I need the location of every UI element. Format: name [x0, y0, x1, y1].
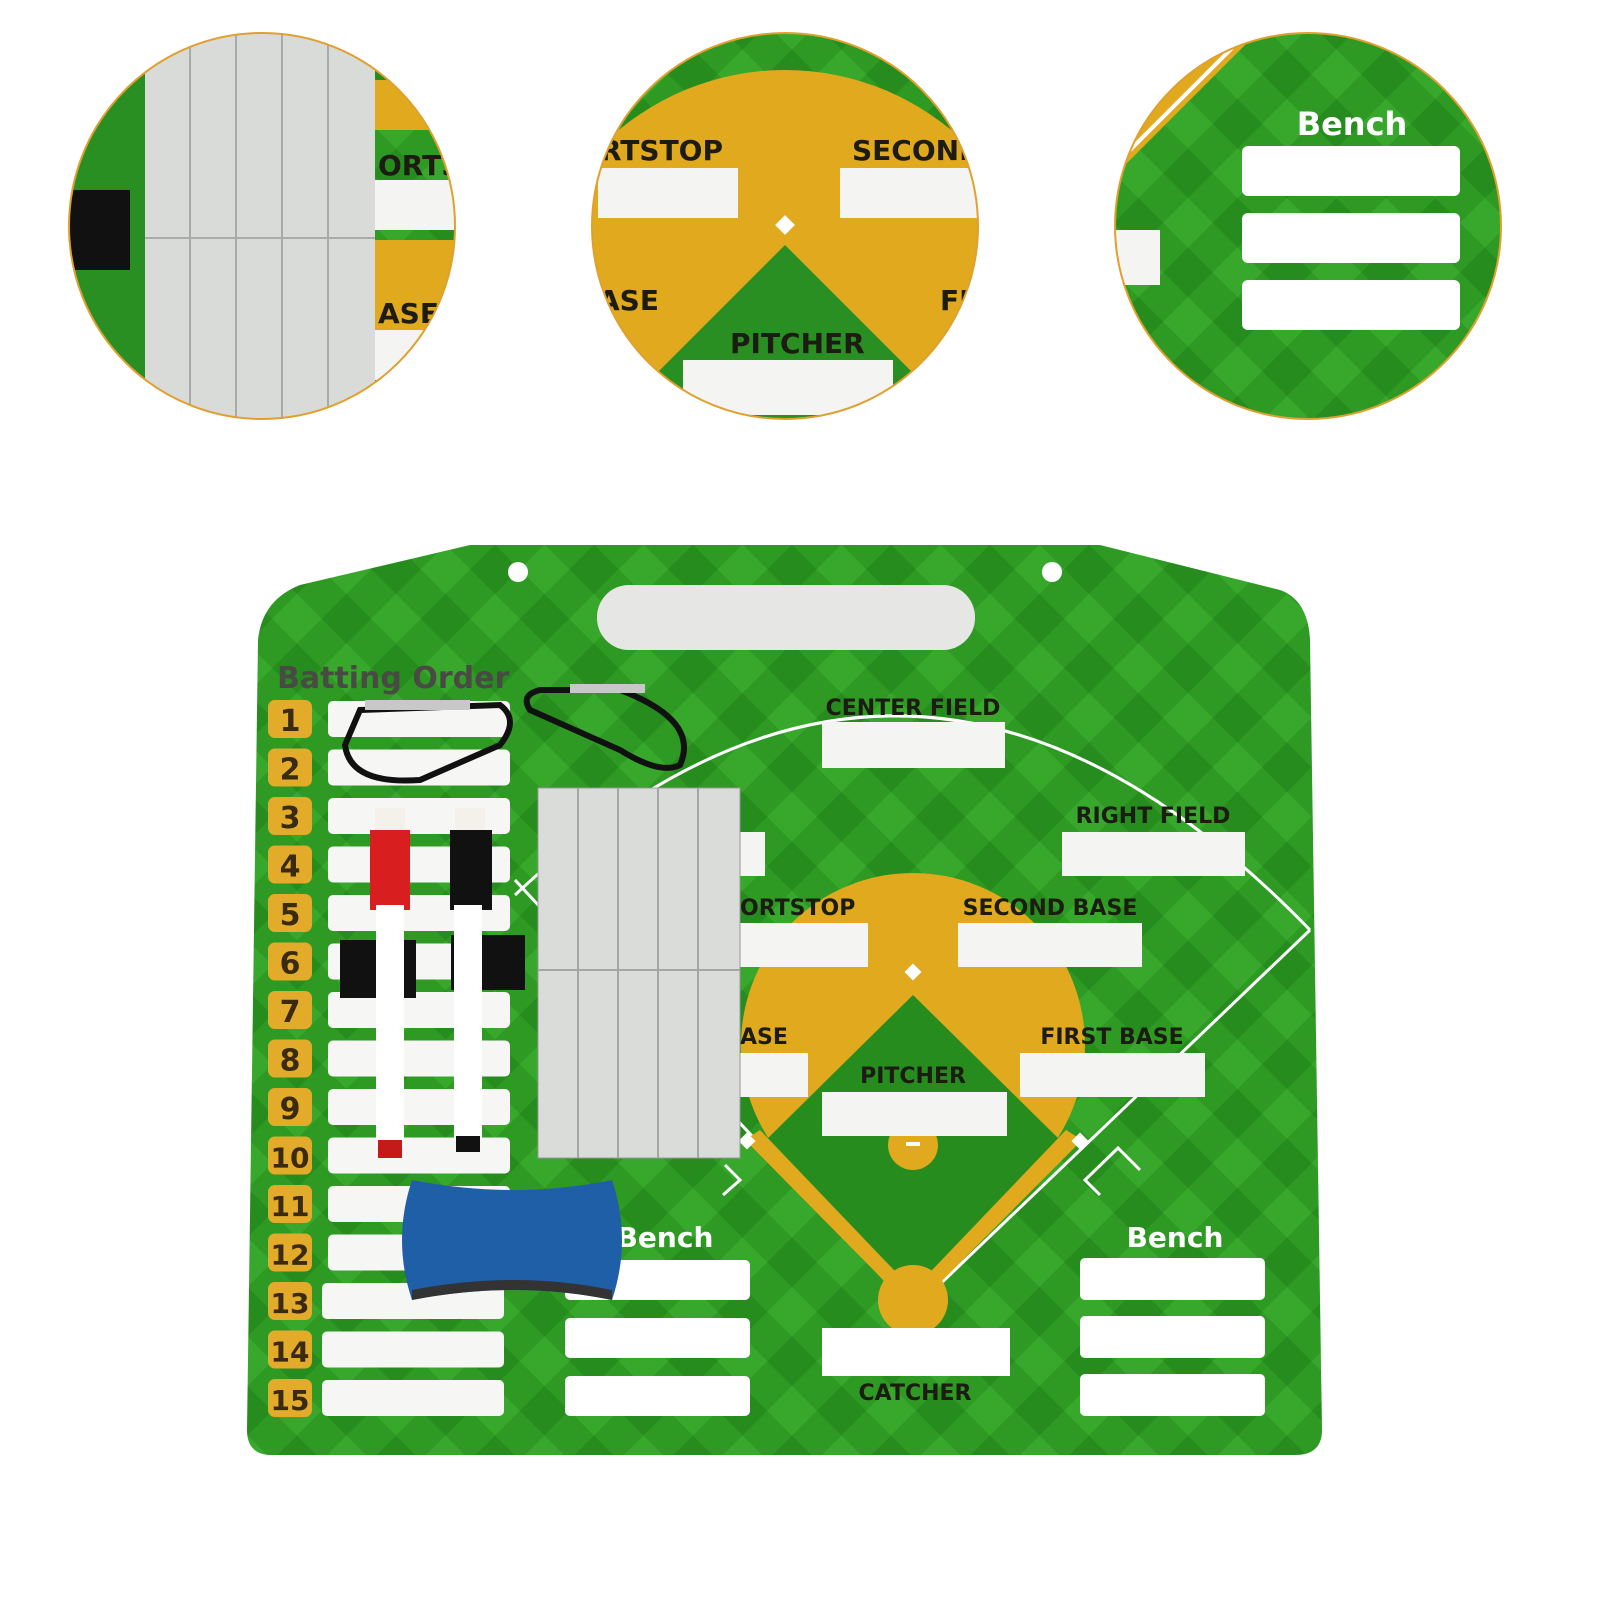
- order-number: 15: [271, 1384, 310, 1417]
- second-base-bag: [904, 963, 922, 981]
- order-number: 13: [271, 1287, 310, 1320]
- order-number: 14: [271, 1336, 310, 1369]
- order-number-badge: [268, 1136, 312, 1175]
- order-number-badge: [268, 1379, 312, 1417]
- detail-text: RTSTOP: [600, 134, 723, 167]
- detail-circle-batting-strips: ORTS ASE: [69, 33, 455, 419]
- order-number: 8: [280, 1044, 301, 1079]
- detail-text: ASE: [378, 297, 439, 330]
- position-pitcher[interactable]: PITCHER: [822, 1064, 1007, 1136]
- order-number: 11: [271, 1190, 310, 1223]
- position-right-field[interactable]: RIGHT FIELD: [1062, 804, 1245, 876]
- write-box[interactable]: [565, 1318, 750, 1358]
- order-number-badge: [268, 700, 312, 738]
- circle-border: [1114, 32, 1502, 420]
- order-number: 3: [280, 801, 301, 836]
- position-shortstop[interactable]: ORTSTOP: [740, 896, 868, 967]
- detail-text: FI: [940, 284, 970, 317]
- carabiner-icon[interactable]: [341, 700, 513, 784]
- write-box[interactable]: [1080, 1374, 1265, 1416]
- write-box[interactable]: [1080, 1258, 1265, 1300]
- position-catcher[interactable]: CATCHER: [822, 1328, 1010, 1406]
- write-box[interactable]: [822, 1092, 1007, 1136]
- detail-circle-infield: RTSTOP SECOND ASE FI PITCHER: [592, 33, 978, 419]
- order-number-badge: [268, 991, 312, 1029]
- order-number: 6: [280, 947, 301, 982]
- order-number: 12: [271, 1239, 310, 1272]
- bench-label: Bench: [1127, 1221, 1224, 1254]
- order-number: 9: [280, 1092, 301, 1127]
- handle-slot[interactable]: [597, 585, 975, 650]
- carabiner-icon[interactable]: [523, 684, 687, 771]
- order-number-badge: [268, 894, 312, 932]
- position-label: SECOND BASE: [963, 896, 1138, 921]
- position-label: FIRST BASE: [1040, 1025, 1183, 1050]
- position-first-base[interactable]: FIRST BASE: [1020, 1025, 1205, 1097]
- position-label: PITCHER: [860, 1064, 966, 1089]
- order-number: 5: [280, 898, 301, 933]
- bench-right: Bench: [1080, 1221, 1265, 1416]
- order-number: 1: [280, 704, 301, 739]
- order-number-badge: [268, 797, 312, 835]
- position-label: RIGHT FIELD: [1076, 804, 1231, 829]
- detail-text: Bench: [1297, 105, 1408, 143]
- order-number: 4: [280, 850, 301, 885]
- position-label: CENTER FIELD: [826, 696, 1001, 721]
- write-box[interactable]: [328, 1040, 510, 1077]
- order-number-badge: [268, 1039, 312, 1078]
- detail-text: PITCHER: [730, 327, 865, 360]
- batting-row[interactable]: 14: [268, 1330, 504, 1369]
- position-label: ASE: [740, 1025, 788, 1050]
- position-second-base[interactable]: SECOND BASE: [958, 896, 1142, 967]
- order-number-badge: [268, 1330, 312, 1369]
- order-number-badge: [268, 1233, 312, 1272]
- write-box[interactable]: [1062, 832, 1245, 876]
- circle-border: [68, 32, 456, 420]
- write-box[interactable]: [322, 1380, 504, 1416]
- batting-row[interactable]: 15: [268, 1379, 504, 1417]
- order-number-badge: [268, 1088, 312, 1126]
- order-number-badge: [268, 845, 312, 884]
- order-number: 10: [271, 1142, 310, 1175]
- order-number: 2: [280, 753, 301, 788]
- red-marker-icon[interactable]: [340, 808, 416, 1158]
- order-number-badge: [268, 748, 312, 787]
- circle-border: [591, 32, 979, 420]
- write-box[interactable]: [822, 722, 1005, 768]
- write-box[interactable]: [565, 1376, 750, 1416]
- write-box[interactable]: [1020, 1053, 1205, 1097]
- batting-order-title: Batting Order: [277, 661, 509, 696]
- black-marker-icon[interactable]: [450, 808, 525, 1152]
- eraser-icon[interactable]: [402, 1180, 622, 1300]
- position-label: ORTSTOP: [740, 896, 855, 921]
- bench-label: Bench: [617, 1221, 714, 1254]
- magnetic-strips-icon[interactable]: [537, 787, 741, 1159]
- write-box[interactable]: [328, 1089, 510, 1125]
- position-label: CATCHER: [859, 1381, 972, 1406]
- position-third-base[interactable]: ASE: [740, 1025, 808, 1097]
- position-center-field[interactable]: CENTER FIELD: [822, 696, 1005, 768]
- write-box[interactable]: [740, 1053, 808, 1097]
- order-number-badge: [268, 942, 312, 981]
- write-box[interactable]: [740, 923, 868, 967]
- write-box[interactable]: [822, 1328, 1010, 1376]
- order-number-badge: [268, 1282, 312, 1320]
- hanging-hole: [1042, 562, 1062, 582]
- write-box[interactable]: [1080, 1316, 1265, 1358]
- write-box[interactable]: [958, 923, 1142, 967]
- order-number-badge: [268, 1185, 312, 1223]
- write-box[interactable]: [328, 1137, 510, 1174]
- hanging-hole: [508, 562, 528, 582]
- order-number: 7: [280, 995, 301, 1030]
- write-box[interactable]: [322, 1331, 504, 1368]
